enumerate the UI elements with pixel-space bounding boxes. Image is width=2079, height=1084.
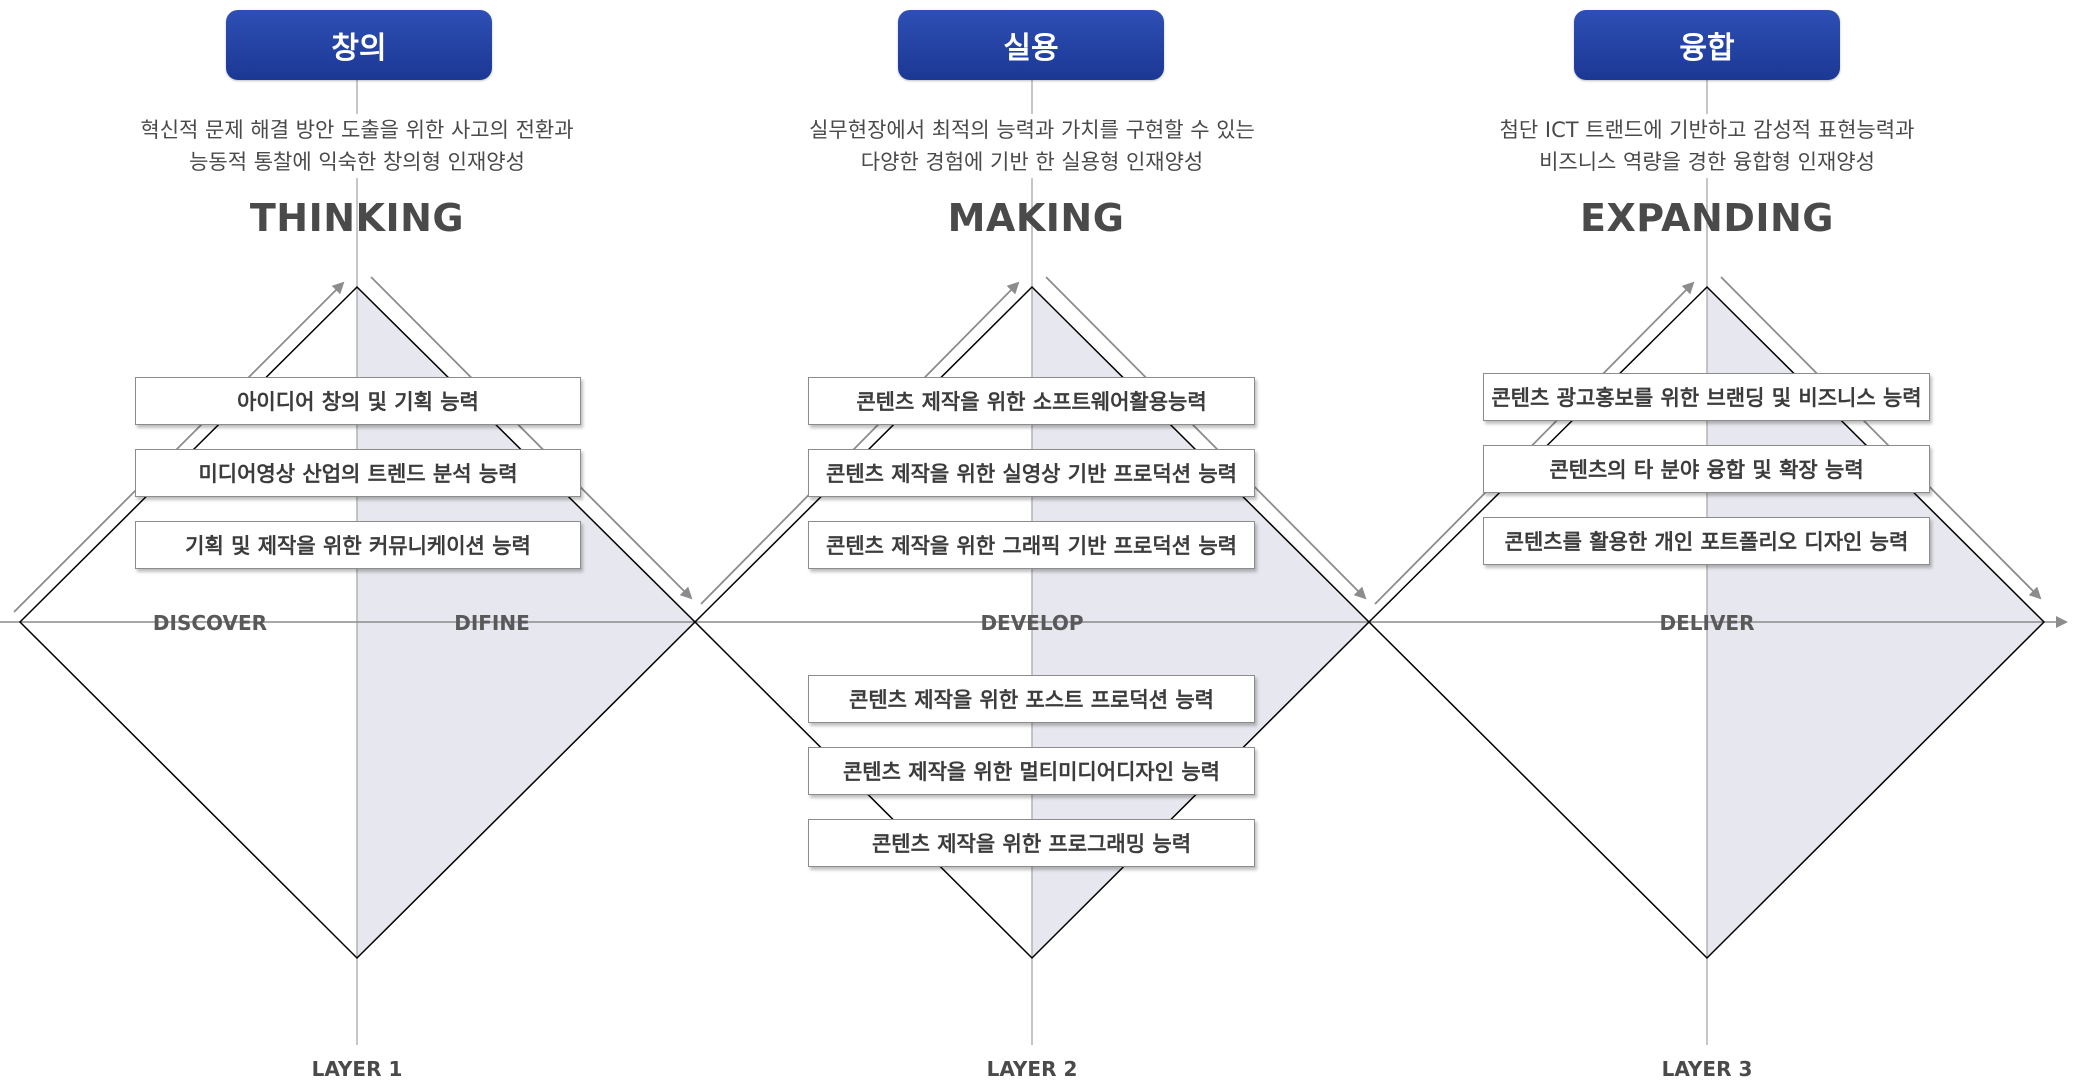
competency-box: 콘텐츠를 활용한 개인 포트폴리오 디자인 능력	[1483, 517, 1930, 565]
badge-creativity: 창의	[226, 10, 492, 80]
description-convergence: 첨단 ICT 트랜드에 기반하고 감성적 표현능력과 비즈니스 역량을 경한 융…	[1427, 114, 1987, 178]
description-creativity: 혁신적 문제 해결 방안 도출을 위한 사고의 전환과 능동적 통찰에 익숙한 …	[77, 114, 637, 178]
description-line: 첨단 ICT 트랜드에 기반하고 감성적 표현능력과	[1499, 118, 1915, 142]
keyword-making: MAKING	[947, 196, 1125, 240]
competency-box: 콘텐츠 제작을 위한 실영상 기반 프로덕션 능력	[808, 449, 1255, 497]
layer-label-2: LAYER 2	[986, 1057, 1078, 1081]
competency-box: 미디어영상 산업의 트렌드 분석 능력	[135, 449, 581, 497]
competency-box: 기획 및 제작을 위한 커뮤니케이션 능력	[135, 521, 581, 569]
competency-box: 콘텐츠 제작을 위한 멀티미디어디자인 능력	[808, 747, 1255, 795]
description-line: 실무현장에서 최적의 능력과 가치를 구현할 수 있는	[809, 118, 1255, 142]
keyword-expanding: EXPANDING	[1579, 196, 1834, 240]
description-line: 비즈니스 역량을 경한 융합형 인재양성	[1539, 150, 1875, 174]
badge-convergence: 융합	[1574, 10, 1840, 80]
arrow-down-3	[1720, 276, 2042, 600]
arrow-up-2	[700, 281, 1020, 605]
keyword-thinking: THINKING	[249, 196, 465, 240]
description-line: 혁신적 문제 해결 방안 도출을 위한 사고의 전환과	[140, 118, 574, 142]
description-practicality: 실무현장에서 최적의 능력과 가치를 구현할 수 있는 다양한 경험에 기반 한…	[752, 114, 1312, 178]
phase-develop: DEVELOP	[980, 611, 1084, 635]
phase-deliver: DELIVER	[1659, 611, 1755, 635]
description-line: 능동적 통찰에 익숙한 창의형 인재양성	[189, 150, 525, 174]
layer-label-3: LAYER 3	[1661, 1057, 1753, 1081]
arrow-down-1	[370, 276, 693, 600]
phase-define: DIFINE	[454, 611, 530, 635]
arrow-up-1	[13, 281, 345, 613]
description-line: 다양한 경험에 기반 한 실용형 인재양성	[860, 150, 1204, 174]
arrow-up-3	[1374, 281, 1695, 605]
arrow-down-2	[1045, 276, 1367, 600]
competency-box: 아이디어 창의 및 기획 능력	[135, 377, 581, 425]
competency-box: 콘텐츠 제작을 위한 소프트웨어활용능력	[808, 377, 1255, 425]
phase-discover: DISCOVER	[152, 611, 268, 635]
competency-box: 콘텐츠 제작을 위한 포스트 프로덕션 능력	[808, 675, 1255, 723]
competency-box: 콘텐츠 광고홍보를 위한 브랜딩 및 비즈니스 능력	[1483, 373, 1930, 421]
competency-box: 콘텐츠 제작을 위한 프로그래밍 능력	[808, 819, 1255, 867]
layer-label-1: LAYER 1	[311, 1057, 403, 1081]
competency-box: 콘텐츠 제작을 위한 그래픽 기반 프로덕션 능력	[808, 521, 1255, 569]
badge-practicality: 실용	[898, 10, 1164, 80]
competency-box: 콘텐츠의 타 분야 융합 및 확장 능력	[1483, 445, 1930, 493]
